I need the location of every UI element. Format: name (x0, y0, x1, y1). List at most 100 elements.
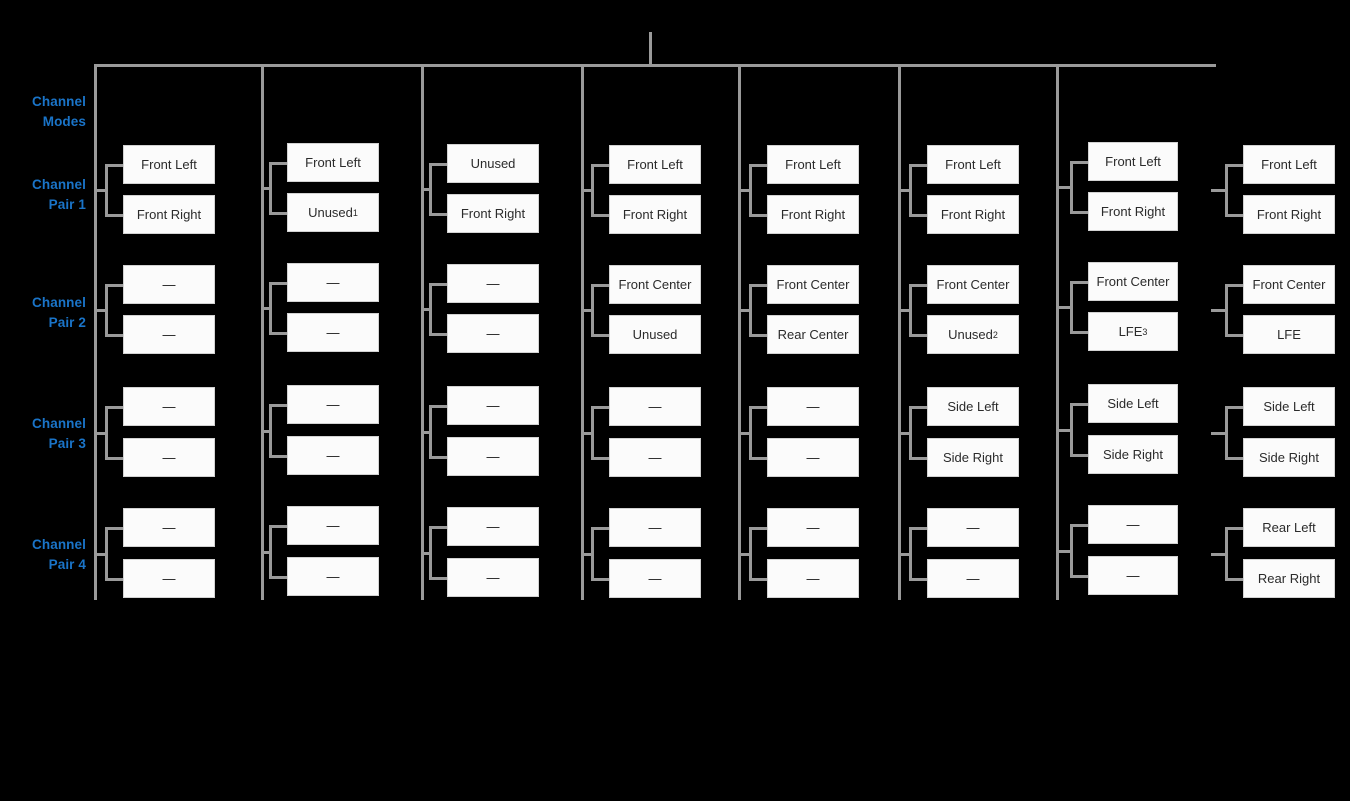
bracket-arm-c7-p2-a (1070, 281, 1088, 284)
bracket-spine-c2-p1 (269, 162, 272, 215)
bracket-spine-c1-p3 (105, 406, 108, 460)
bracket-arm-c6-p2-a (909, 284, 927, 287)
channel-box-c1-p3-b: — (123, 438, 215, 477)
channel-box-c2-p4-a: — (287, 506, 379, 545)
row-label-channel-modes: Channel Modes (32, 94, 86, 129)
bracket-stub-c7-p1 (1056, 186, 1073, 189)
bracket-arm-c2-p3-b (269, 455, 287, 458)
channel-label: Front Right (940, 207, 1006, 222)
channel-box-c2-p2-a: — (287, 263, 379, 302)
channel-box-c5-p3-b: — (767, 438, 859, 477)
bracket-arm-c3-p2-b (429, 333, 447, 336)
bracket-arm-c8-p1-b (1225, 214, 1243, 217)
channel-label: Front Left (141, 157, 197, 172)
column-rail-1 (94, 64, 97, 600)
channel-label: LFE (1118, 324, 1143, 339)
channel-box-c3-p4-b: — (447, 558, 539, 597)
channel-label: — (162, 571, 176, 586)
bracket-stub-c2-p4 (261, 551, 272, 554)
channel-box-c3-p2-a: — (447, 264, 539, 303)
bracket-stub-c5-p4 (738, 553, 752, 556)
bracket-stub-c3-p1 (421, 188, 432, 191)
channel-box-c8-p4-b: Rear Right (1243, 559, 1335, 598)
bracket-stub-c5-p1 (738, 189, 752, 192)
bracket-spine-c3-p4 (429, 526, 432, 580)
bracket-stub-c6-p1 (898, 189, 912, 192)
bracket-stub-c2-p2 (261, 307, 272, 310)
bracket-arm-c1-p4-b (105, 578, 123, 581)
channel-label: Front Left (627, 157, 683, 172)
bracket-arm-c8-p4-b (1225, 578, 1243, 581)
bracket-spine-c6-p4 (909, 527, 912, 581)
bracket-arm-c7-p1-a (1070, 161, 1088, 164)
bracket-arm-c4-p3-b (591, 457, 609, 460)
channel-label: — (648, 520, 662, 535)
bracket-spine-c3-p1 (429, 163, 432, 216)
channel-box-c5-p4-a: — (767, 508, 859, 547)
channel-box-c5-p2-a: Front Center (767, 265, 859, 304)
bracket-arm-c2-p3-a (269, 404, 287, 407)
bracket-arm-c8-p1-a (1225, 164, 1243, 167)
channel-label: — (326, 275, 340, 290)
bracket-arm-c3-p1-b (429, 213, 447, 216)
channel-label: Side Left (1107, 396, 1159, 411)
bracket-arm-c7-p2-b (1070, 331, 1088, 334)
bracket-spine-c4-p3 (591, 406, 594, 460)
bracket-arm-c4-p3-a (591, 406, 609, 409)
channel-label: Front Center (1096, 274, 1170, 289)
bracket-arm-c3-p3-a (429, 405, 447, 408)
bracket-arm-c8-p3-b (1225, 457, 1243, 460)
column-rail-6 (898, 64, 901, 600)
bracket-spine-c8-p1 (1225, 164, 1228, 217)
bracket-stub-c2-p3 (261, 430, 272, 433)
bracket-arm-c7-p1-b (1070, 211, 1088, 214)
channel-label: LFE (1277, 327, 1301, 342)
bracket-stub-c8-p3 (1211, 432, 1228, 435)
channel-label: Side Left (1263, 399, 1315, 414)
channel-label: Unused (948, 327, 993, 342)
channel-box-c7-p4-b: — (1088, 556, 1178, 595)
bracket-stub-c1-p4 (94, 553, 108, 556)
bracket-arm-c7-p3-b (1070, 454, 1088, 457)
bracket-spine-c3-p2 (429, 283, 432, 336)
channel-label: Front Left (785, 157, 841, 172)
channel-box-c5-p3-a: — (767, 387, 859, 426)
bracket-stub-c8-p4 (1211, 553, 1228, 556)
bracket-stub-c7-p2 (1056, 306, 1073, 309)
bracket-arm-c7-p4-b (1070, 575, 1088, 578)
bracket-arm-c5-p3-a (749, 406, 767, 409)
bracket-arm-c2-p2-a (269, 282, 287, 285)
bracket-stub-c8-p1 (1211, 189, 1228, 192)
channel-box-c3-p1-b: Front Right (447, 194, 539, 233)
bracket-stub-c7-p3 (1056, 429, 1073, 432)
bracket-arm-c8-p2-a (1225, 284, 1243, 287)
channel-label: Front Left (305, 155, 361, 170)
bracket-stub-c3-p3 (421, 431, 432, 434)
channel-label: — (486, 519, 500, 534)
column-rail-5 (738, 64, 741, 600)
channel-box-c4-p2-b: Unused (609, 315, 701, 354)
bracket-arm-c1-p3-b (105, 457, 123, 460)
channel-label: Front Right (460, 206, 526, 221)
row-label-channel-pair-3: Channel Pair 3 (32, 416, 86, 451)
bracket-stub-c6-p4 (898, 553, 912, 556)
channel-box-c1-p4-a: — (123, 508, 215, 547)
channel-box-c4-p3-b: — (609, 438, 701, 477)
channel-label: — (326, 448, 340, 463)
bracket-arm-c5-p1-b (749, 214, 767, 217)
channel-box-c5-p4-b: — (767, 559, 859, 598)
channel-label: — (162, 327, 176, 342)
bracket-stub-c4-p2 (581, 309, 594, 312)
channel-box-c1-p1-a: Front Left (123, 145, 215, 184)
channel-box-c4-p1-b: Front Right (609, 195, 701, 234)
channel-box-c7-p1-b: Front Right (1088, 192, 1178, 231)
channel-label: — (326, 397, 340, 412)
channel-box-c4-p4-b: — (609, 559, 701, 598)
channel-label: — (162, 450, 176, 465)
channel-label: — (806, 520, 820, 535)
bracket-arm-c2-p1-b (269, 212, 287, 215)
bracket-spine-c7-p1 (1070, 161, 1073, 214)
bracket-arm-c5-p2-b (749, 334, 767, 337)
